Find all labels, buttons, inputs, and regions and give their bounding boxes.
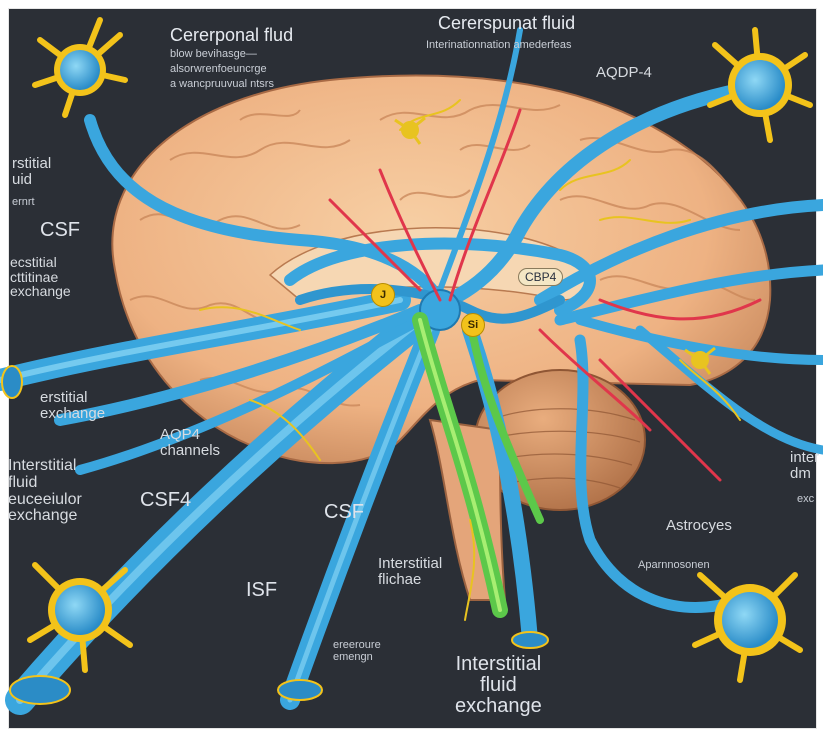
label-csf4: CSF4 [140, 490, 191, 511]
label-left-small: ernrt [12, 197, 35, 209]
label-astrocytes: Astrocyes [666, 518, 732, 534]
marker-badge-1: J [371, 283, 395, 307]
label-top-left-sub3: a wancpruuvual ntsrs [170, 79, 274, 91]
label-aqp4-top: AQDP-4 [596, 65, 652, 81]
label-interstitial-fluid-left: rstitial uid [12, 156, 51, 188]
label-left-exchange: erstitial exchange [40, 390, 105, 422]
label-interstitial-flichae: Interstitial flichae [378, 556, 442, 588]
label-isf: ISF [246, 580, 277, 601]
label-aqp4-channels: AQP4 channels [160, 427, 220, 459]
label-top-left-sub2: alsorwrenfoeuncrge [170, 64, 267, 76]
label-right-exc: exc [797, 494, 814, 506]
marker-badge-2: Si [461, 313, 485, 337]
label-top-center-sub: Interinationnation amederfeas [426, 40, 572, 52]
label-cerebrospinal-fluid-left: Cererponal flud [170, 26, 293, 45]
label-interstitial-fluid-exchange-left: Interstitial fluid euceeiulor exchange [8, 458, 82, 525]
label-cerebrospinal-fluid-center: Cererspunat fluid [438, 14, 575, 33]
label-cbp4: CBP4 [518, 268, 563, 286]
label-right-small: Aparnnosonen [638, 560, 710, 572]
label-interstitial-fluid-exchange-bottom: Interstitial fluid exchange [455, 654, 542, 717]
label-top-left-sub1: blow bevihasge— [170, 49, 257, 61]
label-csf-left: CSF [40, 220, 80, 241]
label-bottom-small: ereeroure emengn [333, 640, 381, 663]
label-right-inter: inter dm [790, 450, 819, 482]
label-csf-center: CSF [324, 502, 364, 523]
label-interstitial-exchange-left: ecstitial cttitinae exchange [10, 255, 71, 299]
